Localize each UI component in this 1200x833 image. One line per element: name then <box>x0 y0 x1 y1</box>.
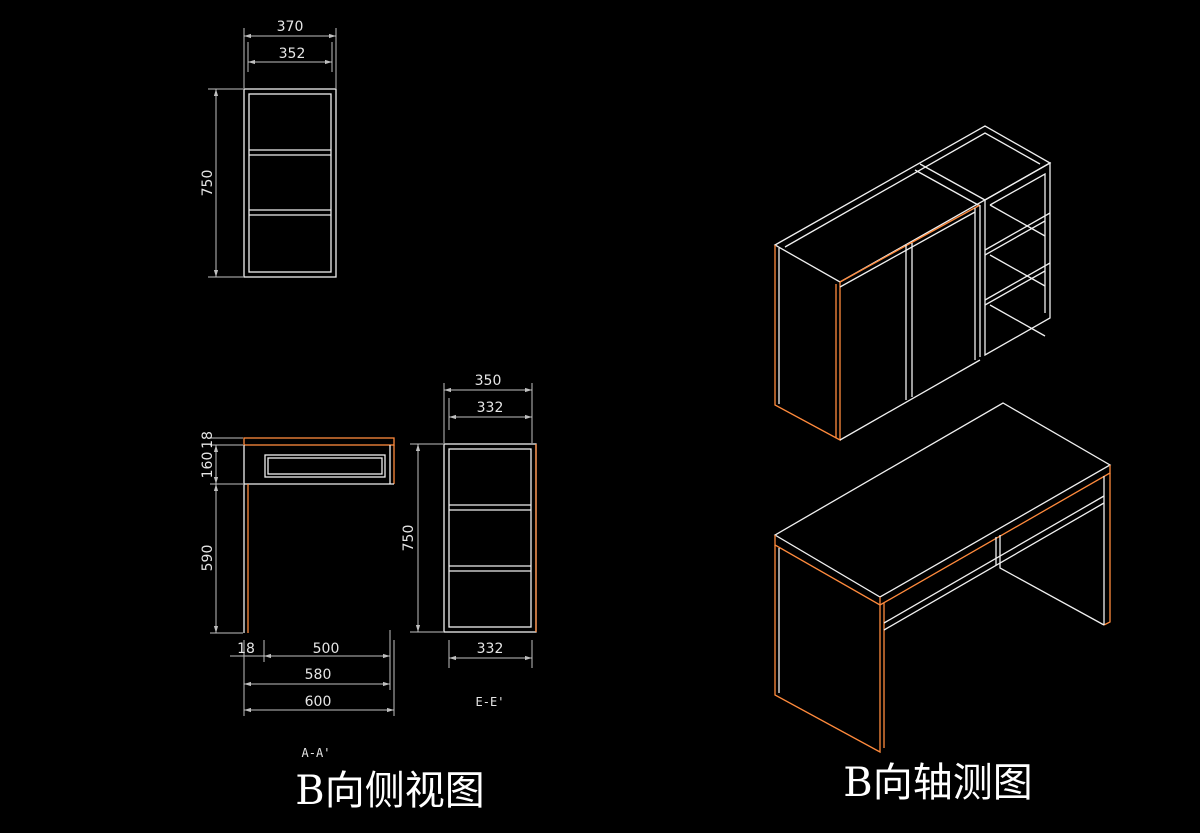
dim-depth-inner: 580 <box>305 667 332 683</box>
drawer-outline <box>264 454 386 478</box>
dim-inner-span: 500 <box>313 641 340 657</box>
dim-shelf-bottom-width: 332 <box>477 641 504 657</box>
title-side-view: B向侧视图 <box>295 768 484 814</box>
shelf-side-view <box>443 443 537 633</box>
desk-top-board <box>243 437 395 446</box>
cabinet-outline <box>243 88 337 278</box>
dim-leg-height: 590 <box>200 545 216 572</box>
section-label-e: E-E' <box>476 695 505 709</box>
dim-shelf-width-inner: 332 <box>477 400 504 416</box>
dim-cabinet-width-inner: 352 <box>279 46 306 62</box>
dim-top-thickness: 18 <box>200 431 216 449</box>
desk-side-view <box>243 437 395 633</box>
desk-side-dimensions: 160 18 590 18 500 580 600 <box>200 431 395 716</box>
dim-depth: 600 <box>305 694 332 710</box>
wall-cabinet-front-view <box>243 88 337 278</box>
dim-shelf-width-outer: 350 <box>475 373 502 389</box>
dim-drawer-height: 160 <box>200 452 216 479</box>
wall-cabinet-dimensions: 370 352 750 <box>200 19 337 278</box>
isometric-desk <box>773 402 1112 754</box>
shelf-dimensions: 350 332 750 332 <box>401 373 533 668</box>
dim-shelf-height: 750 <box>401 525 417 552</box>
cabinet-inner-outline <box>248 93 332 273</box>
dim-cabinet-height: 750 <box>200 170 216 197</box>
dim-leg-thickness: 18 <box>237 641 255 657</box>
title-axonometric: B向轴测图 <box>843 760 1032 806</box>
isometric-wall-cabinet <box>773 125 1052 442</box>
shelf-outline <box>443 443 537 633</box>
section-label-a: A-A' <box>302 746 331 760</box>
dim-cabinet-width-outer: 370 <box>277 19 304 35</box>
